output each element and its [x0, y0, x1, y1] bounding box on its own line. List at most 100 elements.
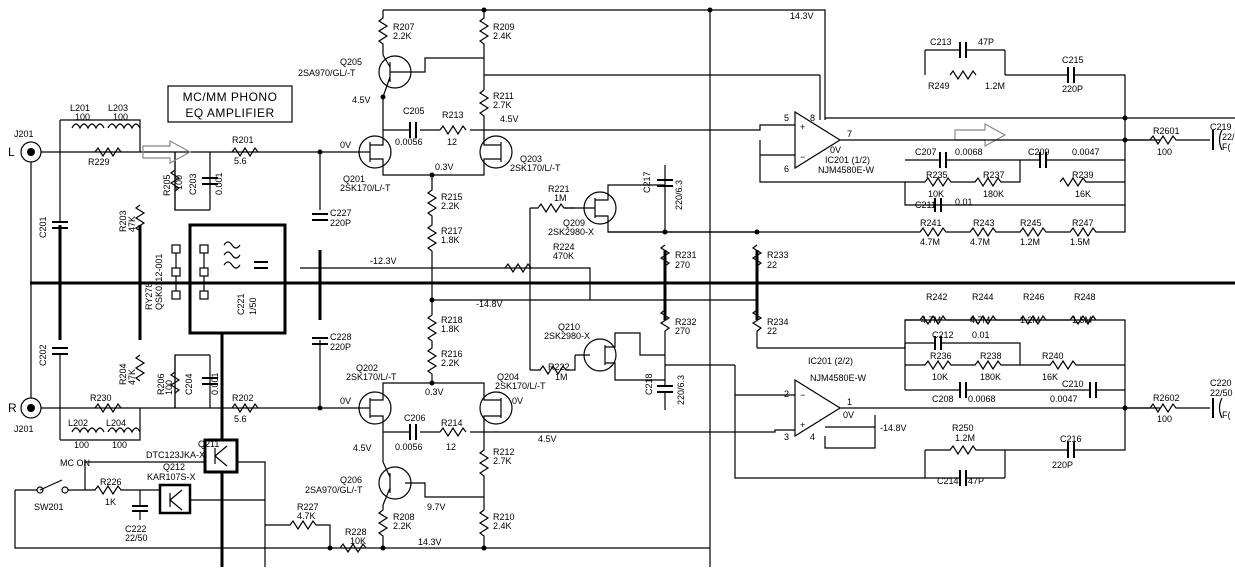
value-r244: 4.7M: [970, 315, 990, 325]
transistor-q201-leads: [355, 130, 432, 176]
title-box: [167, 85, 293, 123]
label-q203: Q203: [520, 154, 542, 164]
label-c220: C220: [1210, 378, 1232, 388]
resistor-r213: [439, 124, 467, 136]
wire-c213: [924, 49, 1006, 75]
value-c206: 0.0056: [395, 442, 423, 452]
label-c211: C211: [915, 200, 936, 210]
value-r206: 100: [164, 380, 174, 395]
cap-c220-b: [1218, 397, 1223, 419]
wire-ic1-minus: [759, 140, 795, 156]
v-0-q202: 0V: [340, 396, 351, 406]
label-r235: R235: [926, 170, 948, 180]
label-c208: C208: [932, 394, 954, 404]
resistor-r215-r217: [426, 175, 438, 300]
value-r232: 270: [675, 326, 690, 336]
wire-ic2-neg: [824, 415, 876, 449]
resistor-r2601: [1125, 134, 1210, 146]
part-q204: 2SK170/L/-T: [495, 381, 546, 391]
label-r244: R244: [972, 292, 994, 302]
wire-ic1-plus: [484, 124, 795, 131]
label-q201: Q201: [343, 174, 365, 184]
transistor-q205-leads: [382, 54, 484, 98]
jack-r-ref: J201: [14, 424, 34, 434]
label-c227: C227: [330, 208, 352, 218]
coil-l201: [71, 123, 105, 130]
value-r242: 4.7M: [921, 315, 941, 325]
label-r217: R217: [441, 226, 463, 236]
transistor-q204-leads: [432, 382, 502, 432]
label-r216: R216: [441, 349, 463, 359]
opamp-ic201b: [794, 378, 842, 438]
label-q204: Q204: [497, 372, 519, 382]
wire-switch: [14, 489, 330, 549]
value-c203: 0.001: [214, 172, 224, 195]
resistor-r222: [530, 355, 576, 376]
label-r248: R248: [1074, 292, 1096, 302]
ic2-minus: −: [800, 390, 805, 400]
value-r237: 180K: [983, 189, 1004, 199]
label-r226: R226: [100, 477, 122, 487]
transistor-q212: [158, 483, 192, 515]
transistor-q203: [479, 135, 513, 169]
label-r212: R212: [493, 447, 515, 457]
label-r221: R221: [548, 184, 570, 194]
label-c207: C207: [915, 147, 937, 157]
resistor-r203: [134, 204, 146, 232]
resistor-r242-r248: [905, 314, 1097, 326]
value-r203: 47K: [127, 216, 137, 232]
value-r221: 1M: [554, 193, 567, 203]
resistor-r204: [134, 354, 146, 382]
label-r237: R237: [983, 170, 1005, 180]
value-r2601: 100: [1157, 147, 1172, 157]
resistor-r232: [659, 309, 671, 348]
value-r218: 1.8K: [441, 324, 460, 334]
value-r239: 16K: [1075, 189, 1091, 199]
resistor-r226: [68, 484, 140, 496]
node-c228: [317, 405, 323, 411]
value-c218: 220/6.3: [676, 375, 686, 405]
value-l204: 100: [112, 440, 127, 450]
part-q201: 2SK170/L/-T: [340, 183, 391, 193]
label-r2602: R2602: [1153, 393, 1180, 403]
relay-contact-3: [171, 290, 181, 300]
relay-contact-4: [199, 244, 209, 254]
value-c220: 22/50: [1210, 388, 1233, 398]
value-r207: 2.2K: [393, 31, 412, 41]
value-r214: 12: [446, 442, 456, 452]
label-ic201a: IC201 (1/2): [825, 155, 870, 165]
transistor-q210-leads: [575, 332, 665, 381]
label-l202: L202: [68, 418, 88, 428]
value-r205: 100: [174, 175, 184, 190]
value-c213: 47P: [978, 37, 994, 47]
value-c219: 22/: [1222, 132, 1235, 142]
pin-7: 7: [847, 129, 852, 139]
wire-r206-c204: [174, 355, 211, 408]
value-c228: 220P: [330, 342, 351, 352]
value-l203: 100: [113, 112, 128, 122]
resistor-r205: [169, 169, 181, 192]
label-r243: R243: [973, 218, 995, 228]
value-l201: 100: [75, 112, 90, 122]
resistor-r234: [751, 309, 763, 348]
resistor-r241-r247: [608, 205, 1126, 238]
value-r217: 1.8K: [441, 235, 460, 245]
value-r243: 4.7M: [970, 237, 990, 247]
output-f-bot: F(: [1222, 410, 1231, 420]
value-r202: 5.6: [234, 414, 247, 424]
resistor-r2602: [1125, 402, 1210, 414]
resistor-r208: [377, 505, 389, 548]
label-c201: C201: [38, 216, 48, 238]
opamp-ic201a: [794, 110, 842, 170]
resistor-r202: [231, 402, 259, 414]
switch-label: MC ON: [60, 458, 90, 468]
resistor-r206: [169, 371, 181, 394]
label-c210: C210: [1062, 379, 1084, 389]
transistor-q211-symbol: [214, 445, 228, 467]
label-r208: R208: [393, 512, 415, 522]
wire-coil-loop: [60, 119, 141, 441]
label-c212: C212: [932, 330, 954, 340]
resistor-r231: [659, 244, 671, 267]
label-c219: C219: [1210, 122, 1232, 132]
label-q206: Q206: [340, 475, 362, 485]
